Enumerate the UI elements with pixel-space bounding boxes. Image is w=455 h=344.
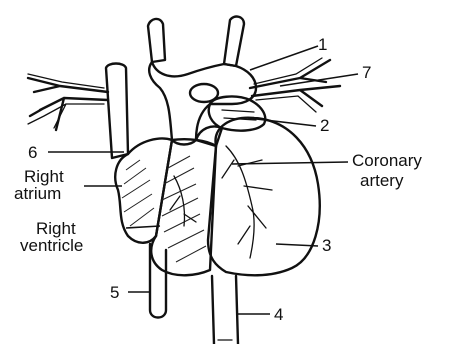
label-coronary-line2: artery xyxy=(360,171,404,190)
label-4: 4 xyxy=(274,305,283,324)
left-common-carotid xyxy=(224,17,244,66)
leader-coronary xyxy=(232,162,348,164)
superior-vena-cava xyxy=(106,64,128,159)
right-atrium-hatch xyxy=(122,160,154,226)
label-3: 3 xyxy=(322,236,331,255)
left-ventricle xyxy=(208,118,320,276)
right-pulmonary-branch-lines xyxy=(28,74,104,128)
leader-right-ventricle xyxy=(126,226,160,228)
label-2: 2 xyxy=(320,116,329,135)
label-5: 5 xyxy=(110,283,119,302)
label-7: 7 xyxy=(362,63,371,82)
label-right-atrium-line2: atrium xyxy=(14,184,61,203)
label-6: 6 xyxy=(28,143,37,162)
label-1: 1 xyxy=(318,35,327,54)
label-coronary-line1: Coronary xyxy=(352,151,422,170)
label-right-ventricle-line2: ventricle xyxy=(20,236,83,255)
brachiocephalic-artery xyxy=(148,19,165,62)
aortic-arch xyxy=(149,62,256,145)
descending-aorta xyxy=(212,276,238,344)
